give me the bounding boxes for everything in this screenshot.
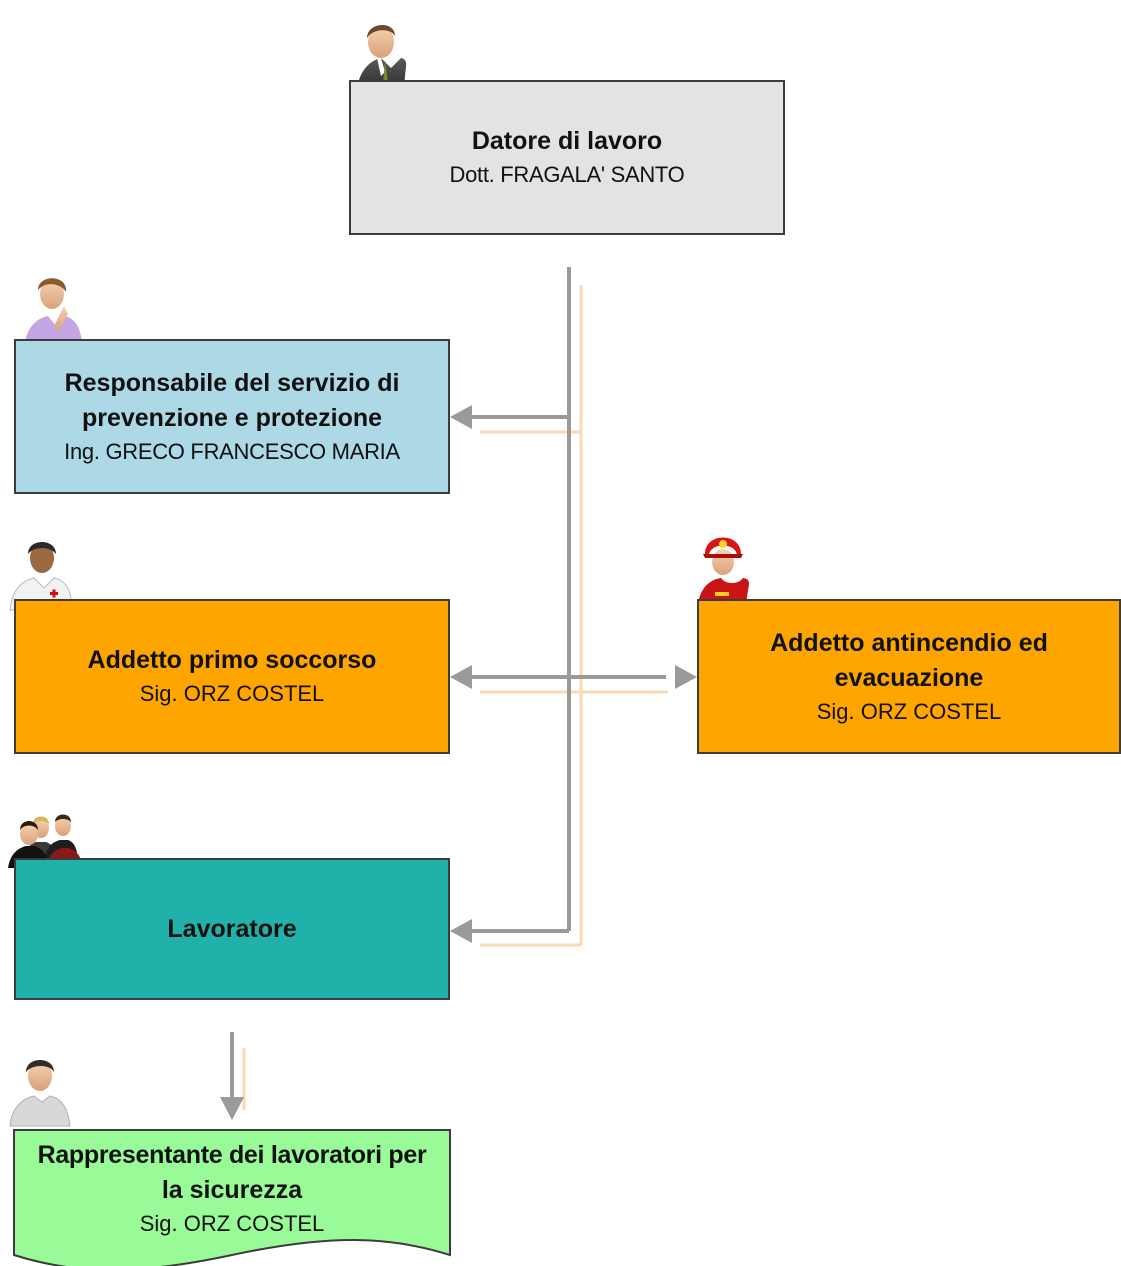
node-title: Addetto primo soccorso	[87, 646, 377, 674]
arrow-rls	[220, 1097, 244, 1120]
consultant-icon	[24, 278, 82, 348]
rls-document-shape	[13, 1129, 451, 1266]
connector-shadows	[242, 285, 668, 1110]
node-person: Sig. ORZ COSTEL	[139, 681, 325, 706]
node-title-line2: la sicurezza	[161, 1176, 303, 1204]
arrow-primo	[450, 665, 472, 689]
node-title: Datore di lavoro	[471, 127, 663, 155]
node-person: Ing. GRECO FRANCESCO MARIA	[64, 438, 400, 464]
arrow-antincendio	[675, 665, 697, 689]
node-datore-di-lavoro: Datore di lavoro Dott. FRAGALA' SANTO	[349, 80, 785, 235]
worker-icon	[9, 1060, 71, 1127]
node-title-line2: evacuazione	[834, 663, 984, 692]
node-person: Sig. ORZ COSTEL	[139, 1211, 325, 1236]
connectors	[230, 267, 666, 1098]
node-rls: Rappresentante dei lavoratori per la sic…	[14, 1130, 450, 1248]
node-person: Sig. ORZ COSTEL	[816, 698, 1002, 724]
node-rspp: Responsabile del servizio di prevenzione…	[14, 339, 450, 494]
arrow-rspp	[450, 405, 472, 429]
node-primo-soccorso: Addetto primo soccorso Sig. ORZ COSTEL	[14, 599, 450, 754]
node-person: Dott. FRAGALA' SANTO	[449, 162, 685, 187]
arrowheads	[220, 405, 697, 1120]
node-antincendio: Addetto antincendio ed evacuazione Sig. …	[697, 599, 1121, 754]
node-title: Lavoratore	[167, 914, 297, 943]
node-title-line1: Addetto antincendio ed	[770, 628, 1048, 657]
arrow-lavoratore	[450, 919, 472, 943]
node-title-line1: Rappresentante dei lavoratori per	[37, 1141, 427, 1169]
node-title-line2: prevenzione e protezione	[81, 403, 383, 432]
node-title-line1: Responsabile del servizio di	[64, 368, 400, 397]
node-lavoratore: Lavoratore	[14, 858, 450, 1000]
